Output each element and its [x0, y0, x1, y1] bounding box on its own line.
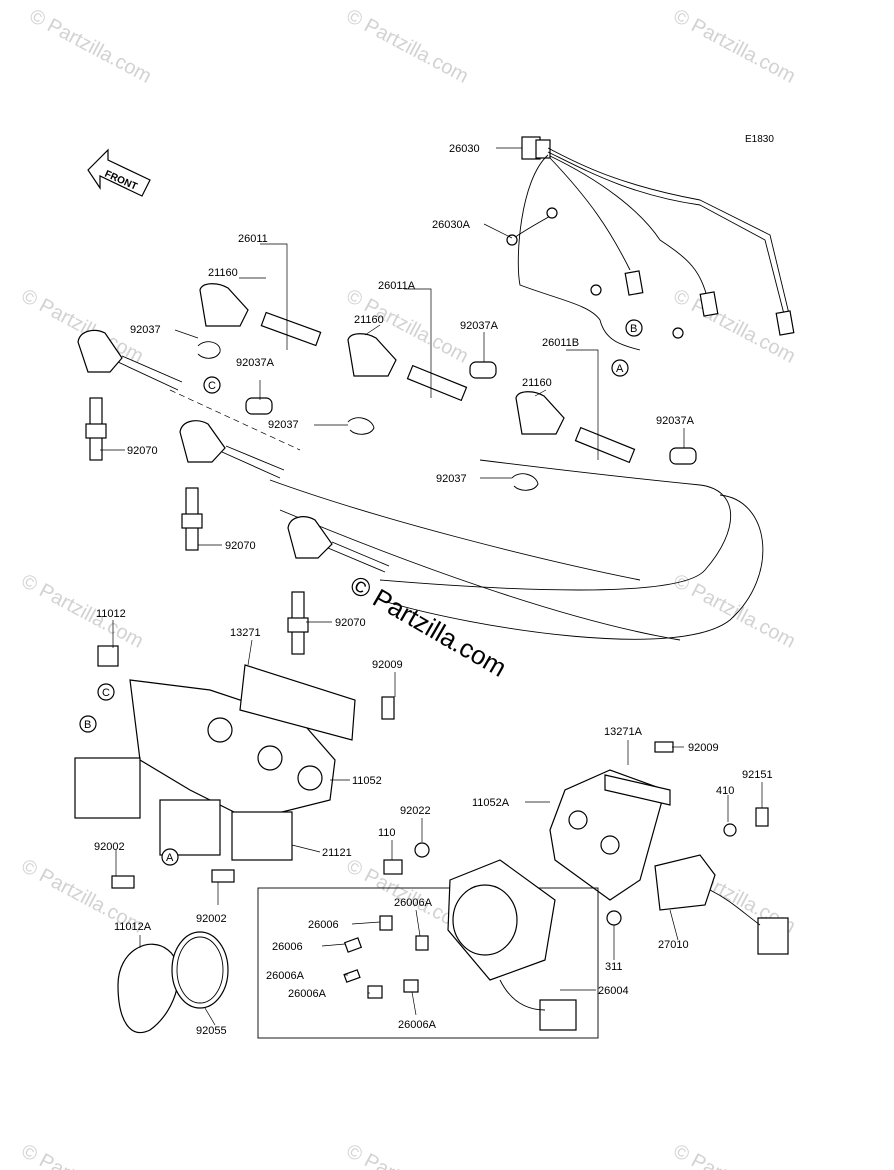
part-label: 92009 — [688, 742, 719, 754]
diagram-code: E1830 — [745, 134, 774, 145]
part-label: 27010 — [658, 939, 689, 951]
part-label: 92037 — [268, 419, 299, 431]
part-label: 21160 — [208, 267, 238, 279]
part-label: 311 — [605, 961, 623, 973]
watermark: © Partzilla.com — [343, 1140, 472, 1170]
ignition-coil-assembly — [74, 645, 395, 889]
callout-circle — [625, 319, 643, 337]
spark-plugs — [85, 397, 309, 655]
part-label: 92151 — [742, 769, 773, 781]
part-label: 21160 — [522, 377, 552, 389]
part-label: 92002 — [94, 841, 125, 853]
part-label: 26011 — [238, 233, 268, 245]
watermark: © Partzilla.com — [670, 570, 799, 653]
part-label: 92037 — [130, 324, 161, 336]
part-label: 92022 — [400, 805, 431, 817]
part-label: 26006A — [398, 1019, 437, 1031]
callout-c: C — [208, 380, 216, 392]
part-label: 26004 — [598, 985, 629, 997]
part-label: 11052 — [352, 775, 382, 787]
part-label: 26030A — [432, 219, 471, 231]
cover-and-oring — [117, 931, 229, 1033]
ignition-lead-loop — [169, 389, 764, 641]
watermark: © Partzilla.com — [18, 1140, 147, 1170]
spark-plug-caps — [77, 329, 390, 573]
callout-circle — [161, 848, 179, 866]
watermark: © Partzilla.com — [343, 5, 472, 88]
part-labels: 26030 26030A 26011 21160 92037 92037A 92… — [94, 143, 773, 1037]
part-label: 26011B — [542, 337, 579, 349]
part-label: 92037A — [236, 357, 275, 369]
callout-a: A — [166, 852, 174, 864]
part-label: 92037A — [460, 320, 499, 332]
part-label: 13271 — [230, 627, 261, 639]
clips — [197, 341, 697, 491]
part-label: 21121 — [322, 847, 352, 859]
watermark: © Partzilla.com — [670, 1140, 799, 1170]
watermark: © Partzilla.com — [18, 570, 147, 653]
part-label: 92070 — [225, 540, 256, 552]
part-label: 110 — [378, 827, 396, 839]
part-label: 92055 — [196, 1025, 227, 1037]
callout-circle — [97, 683, 115, 701]
part-label: 11012 — [96, 608, 126, 620]
front-arrow-icon: FRONT — [87, 148, 151, 197]
plug-caps-21160 — [199, 283, 636, 464]
part-label: 26030 — [449, 143, 480, 155]
watermark: © Partzilla.com — [26, 5, 155, 88]
part-label: 92037 — [436, 473, 467, 485]
part-label: 92070 — [335, 617, 366, 629]
part-label: 26006 — [272, 941, 303, 953]
part-label: 21160 — [354, 314, 384, 326]
part-label: 92002 — [196, 913, 227, 925]
watermark: © Partzilla.com — [670, 5, 799, 88]
callout-a: A — [616, 363, 624, 375]
part-label: 410 — [716, 785, 734, 797]
center-watermark: © Partzilla.com — [345, 569, 512, 683]
part-label: 26006A — [288, 988, 327, 1000]
fuses — [343, 842, 430, 999]
callout-b: B — [84, 719, 91, 731]
callout-circle — [203, 376, 221, 394]
part-label: 11012A — [114, 921, 152, 933]
callouts: B A C C B A — [79, 319, 643, 866]
part-label: 26006A — [266, 970, 305, 982]
part-label: 26006 — [308, 919, 339, 931]
right-side-components — [549, 741, 789, 955]
part-label: 92009 — [372, 659, 403, 671]
part-label: 26006A — [394, 897, 433, 909]
part-label: 11052A — [472, 797, 510, 809]
leader-lines — [100, 147, 763, 1026]
part-label: 13271A — [604, 726, 643, 738]
callout-c: C — [102, 687, 110, 699]
callout-circle — [611, 359, 629, 377]
wiring-harness — [506, 136, 795, 351]
part-label: 92070 — [127, 445, 158, 457]
part-label: 26011A — [378, 280, 416, 292]
callout-b: B — [630, 323, 637, 335]
part-label: 92037A — [656, 415, 695, 427]
callout-circle — [79, 715, 97, 733]
junction-box — [257, 859, 599, 1039]
